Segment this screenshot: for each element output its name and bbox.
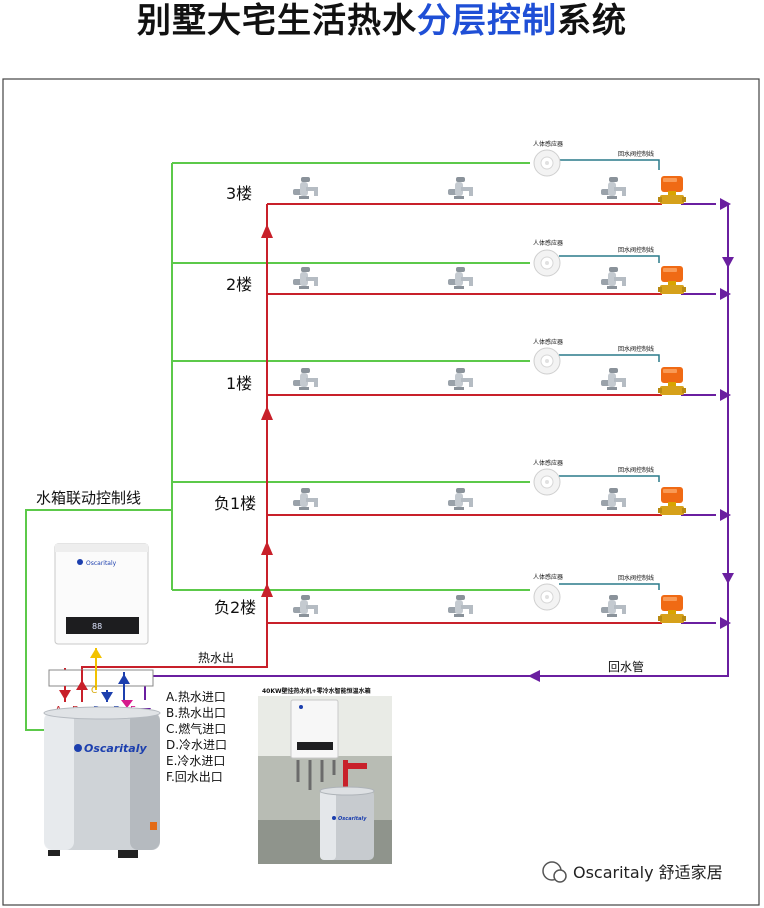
faucet-icon — [293, 267, 318, 289]
installation-photo: 40KW壁挂热水机+零冷水智能恒温水箱 Oscaritaly — [258, 684, 392, 864]
faucet-icon — [448, 368, 473, 390]
control-line-label: 水箱联动控制线 — [36, 489, 141, 507]
motorized-valve-icon — [658, 367, 686, 395]
sensor-label-3: 人体感应器 — [533, 140, 563, 148]
gas-arrow-icon — [90, 648, 102, 658]
port-legend: A.热水进口 B.热水出口 C.燃气进口 D.冷水进口 E.冷水进口 F.回水出… — [166, 690, 227, 784]
floor-label-3: 3楼 — [226, 184, 252, 203]
legend-a: A.热水进口 — [166, 690, 226, 704]
page-title: 别墅大宅生活热水分层控制系统 — [0, 0, 764, 52]
motorized-valve-icon — [658, 487, 686, 515]
faucet-icon — [601, 368, 626, 390]
faucet-icon — [448, 267, 473, 289]
return-arrows — [139, 198, 734, 718]
title-part1: 别墅大宅生活热水 — [137, 1, 417, 41]
faucet-icon — [601, 488, 626, 510]
motion-sensor-icon — [533, 249, 561, 277]
hot-out-label: 热水出 — [198, 651, 234, 665]
title-highlight: 分层控制 — [417, 1, 557, 41]
motion-sensor-icon — [533, 468, 561, 496]
valve-label-b2: 回水阀控制线 — [618, 574, 654, 582]
title-part2: 系统 — [557, 1, 627, 41]
motorized-valve-icon — [658, 176, 686, 204]
riser-arrows — [261, 224, 273, 597]
tank-brand: Oscaritaly — [84, 742, 147, 755]
motorized-valve-icon — [658, 595, 686, 623]
motion-sensor-icon — [533, 149, 561, 177]
valve-label-2: 回水阀控制线 — [618, 246, 654, 254]
tank-brand-icon — [74, 744, 82, 752]
floor-label-b2: 负2楼 — [214, 598, 256, 617]
faucet-icon — [601, 595, 626, 617]
floor-labels: 3楼 2楼 1楼 负1楼 负2楼 — [214, 184, 256, 617]
faucet-icon — [448, 595, 473, 617]
valve-label-b1: 回水阀控制线 — [618, 466, 654, 474]
water-tank: Oscaritaly — [43, 706, 161, 858]
motion-sensors: 人体感应器 人体感应器 人体感应器 人体感应器 人体感应器 — [533, 140, 563, 611]
faucet-icon — [293, 177, 318, 199]
return-pipe-label: 回水管 — [608, 659, 644, 674]
inset-tank-brand: Oscaritaly — [338, 816, 367, 822]
motion-sensor-icon — [533, 347, 561, 375]
port-c: C — [91, 686, 97, 696]
heater-manifold: A B C D E F — [48, 648, 154, 716]
sensor-label-1: 人体感应器 — [533, 338, 563, 346]
sensor-label-b1: 人体感应器 — [533, 459, 563, 467]
motion-sensor-icon — [533, 583, 561, 611]
watermark: Oscaritaly 舒适家居 — [542, 861, 723, 883]
wall-heater: Oscaritaly 88 — [54, 543, 149, 645]
heater-display — [66, 617, 139, 634]
valve-label-1: 回水阀控制线 — [618, 345, 654, 353]
return-valves: 回水阀控制线 回水阀控制线 回水阀控制线 回水阀控制线 回水阀控制线 — [618, 150, 686, 623]
faucet-icon — [448, 488, 473, 510]
faucet-icon — [601, 267, 626, 289]
valve-control-lines — [559, 159, 660, 590]
heater-display-value: 88 — [92, 622, 102, 631]
legend-c: C.燃气进口 — [166, 721, 226, 736]
heater-brand: Oscaritaly — [86, 560, 117, 567]
floor-label-b1: 负1楼 — [214, 494, 256, 513]
control-wiring — [25, 162, 530, 731]
floor-label-2: 2楼 — [226, 275, 252, 294]
legend-b: B.热水出口 — [166, 706, 226, 720]
faucet-icon — [448, 177, 473, 199]
legend-f: F.回水出口 — [166, 770, 223, 784]
faucet-icon — [293, 488, 318, 510]
inset-caption: 40KW壁挂热水机+零冷水智能恒温水箱 — [262, 687, 371, 695]
hot-water-pipes — [64, 203, 662, 700]
frame-border — [2, 78, 760, 906]
motorized-valve-icon — [658, 266, 686, 294]
legend-d: D.冷水进口 — [166, 738, 227, 752]
faucet-icon — [293, 368, 318, 390]
floor-label-1: 1楼 — [226, 374, 252, 393]
faucet-icon — [293, 595, 318, 617]
watermark-text: Oscaritaly 舒适家居 — [573, 863, 723, 882]
legend-e: E.冷水进口 — [166, 754, 225, 768]
faucets — [293, 177, 626, 617]
faucet-icon — [601, 177, 626, 199]
valve-label-3: 回水阀控制线 — [618, 150, 654, 158]
brand-logo-icon — [77, 559, 83, 565]
sensor-label-b2: 人体感应器 — [533, 573, 563, 581]
sensor-label-2: 人体感应器 — [533, 239, 563, 247]
